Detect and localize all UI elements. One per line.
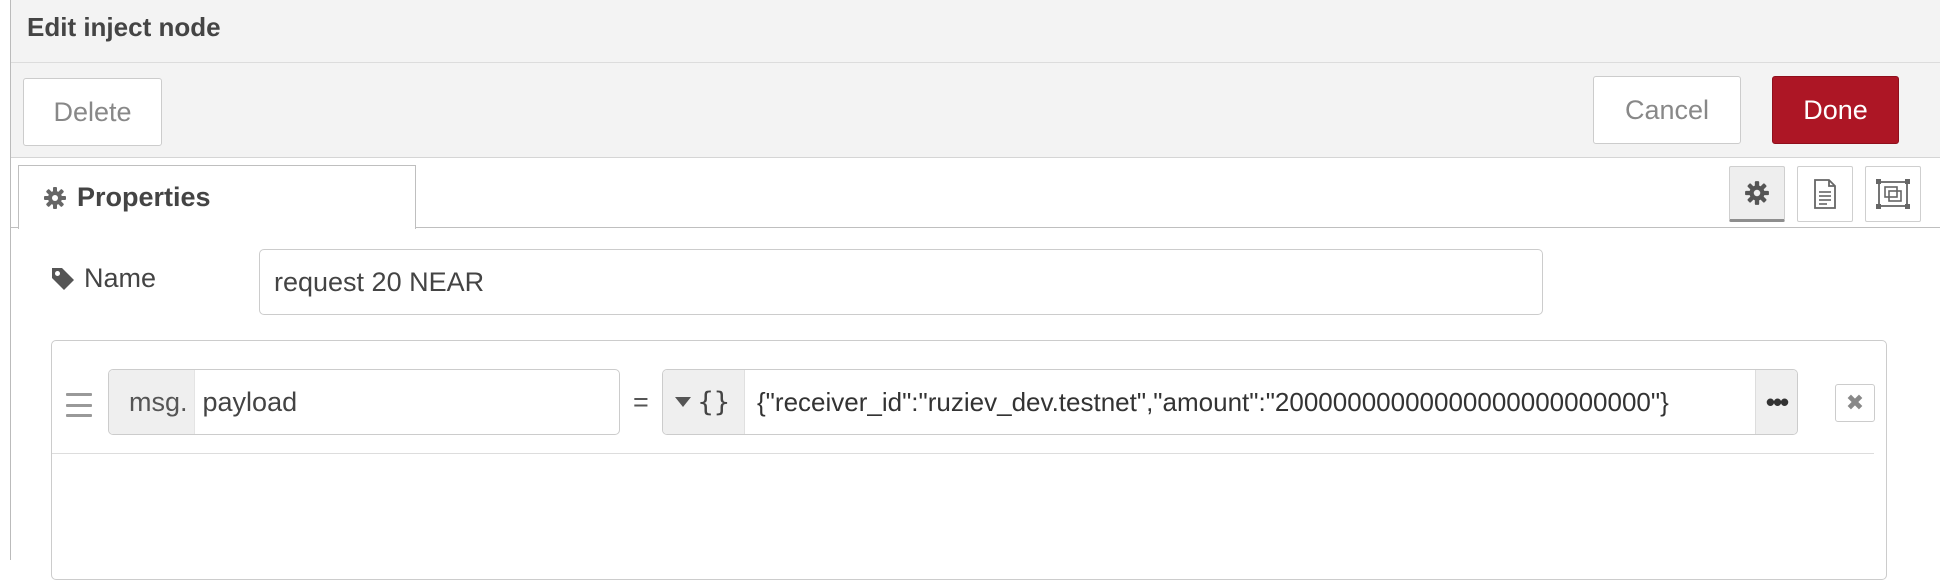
equals-sign: = — [633, 387, 649, 417]
tag-icon — [52, 267, 74, 290]
name-label: Name — [50, 263, 156, 294]
drag-handle-icon[interactable] — [66, 393, 92, 417]
caret-down-icon — [675, 397, 691, 407]
editor-left-border — [10, 0, 11, 560]
property-prefix-select[interactable]: msg. — [109, 370, 195, 434]
gear-icon — [1745, 181, 1769, 205]
value-type-select[interactable]: {} — [663, 370, 745, 434]
property-name-field[interactable]: msg. payload — [108, 369, 620, 435]
name-input[interactable] — [259, 249, 1543, 315]
gear-icon — [44, 186, 66, 209]
cancel-button[interactable]: Cancel — [1593, 76, 1741, 144]
tab-properties[interactable]: Properties — [18, 165, 416, 229]
appearance-icon — [1876, 179, 1910, 209]
inject-properties-list: msg. payload = {} {"receiver_id":"ruziev… — [51, 340, 1887, 580]
done-button[interactable]: Done — [1772, 76, 1899, 144]
property-name-value[interactable]: payload — [202, 386, 298, 417]
delete-button[interactable]: Delete — [23, 78, 162, 146]
editor-header: Edit inject node — [11, 0, 1940, 63]
document-icon — [1814, 179, 1836, 209]
description-tab-button[interactable] — [1797, 166, 1853, 222]
name-label-text: Name — [84, 263, 157, 293]
appearance-tab-button[interactable] — [1865, 166, 1921, 222]
editor-toolbar: Delete Cancel Done — [11, 63, 1940, 158]
expand-editor-button[interactable]: ••• — [1755, 370, 1797, 434]
tab-properties-label: Properties — [77, 182, 211, 212]
settings-tab-button[interactable] — [1729, 166, 1785, 222]
property-rule-row: msg. payload = {} {"receiver_id":"ruziev… — [52, 341, 1875, 454]
json-type-icon: {} — [697, 386, 730, 418]
json-value-text[interactable]: {"receiver_id":"ruziev_dev.testnet","amo… — [757, 386, 1669, 417]
remove-rule-button[interactable]: ✖ — [1835, 384, 1875, 422]
property-value-field[interactable]: {} {"receiver_id":"ruziev_dev.testnet","… — [662, 369, 1798, 435]
tab-bar: Properties — [11, 158, 1940, 229]
editor-title: Edit inject node — [27, 12, 221, 42]
